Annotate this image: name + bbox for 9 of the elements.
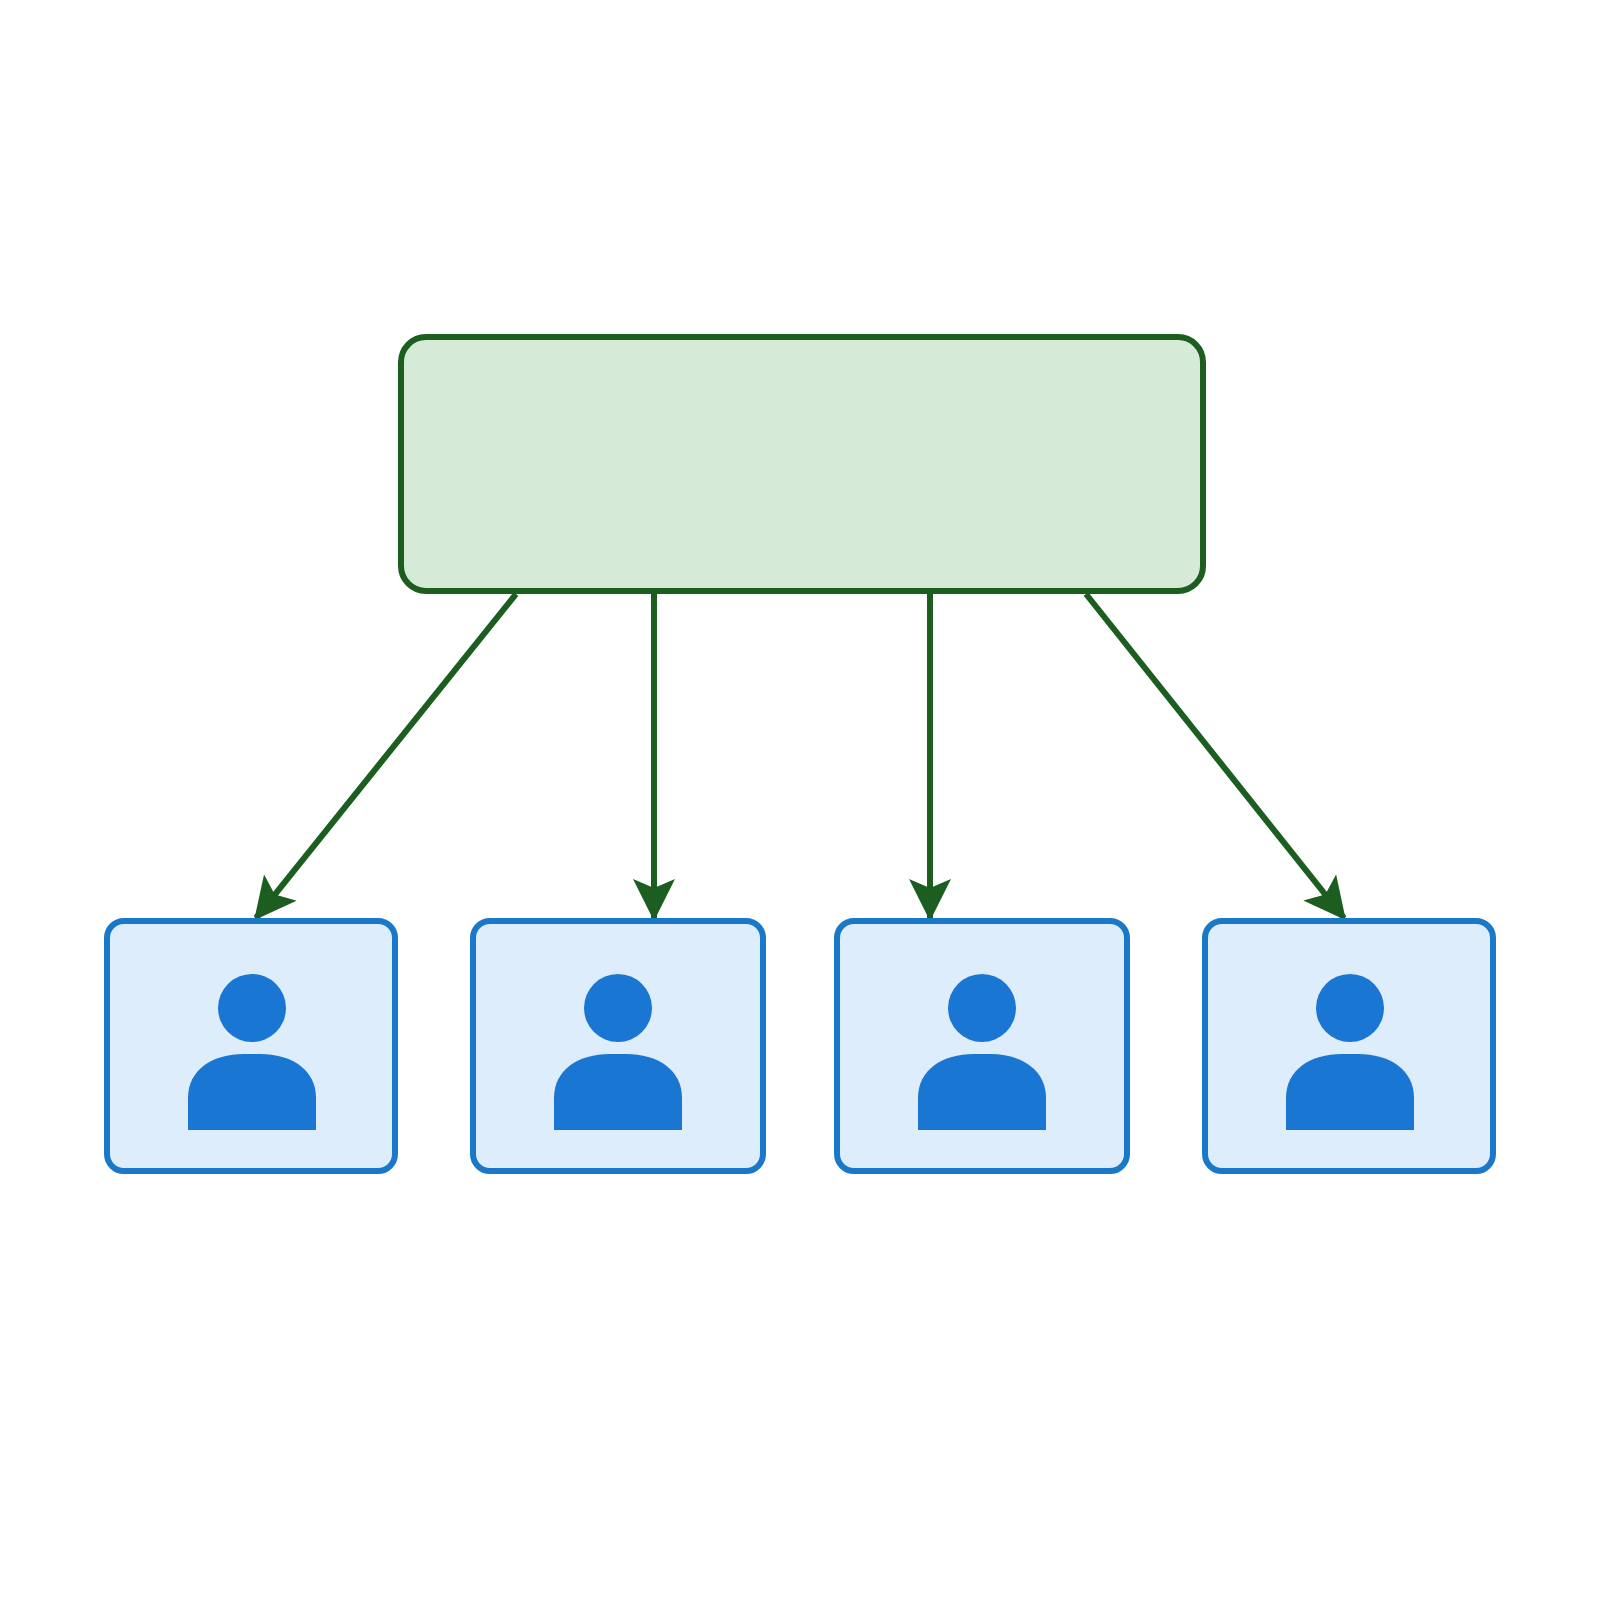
rounded-box <box>398 334 1206 594</box>
arrow <box>253 592 519 921</box>
person-card <box>834 918 1130 1174</box>
person-card <box>1202 918 1496 1174</box>
arrow <box>1083 592 1347 921</box>
person-card <box>104 918 398 1174</box>
person-card <box>470 918 766 1174</box>
arrow <box>633 594 675 921</box>
arrow <box>909 594 951 921</box>
